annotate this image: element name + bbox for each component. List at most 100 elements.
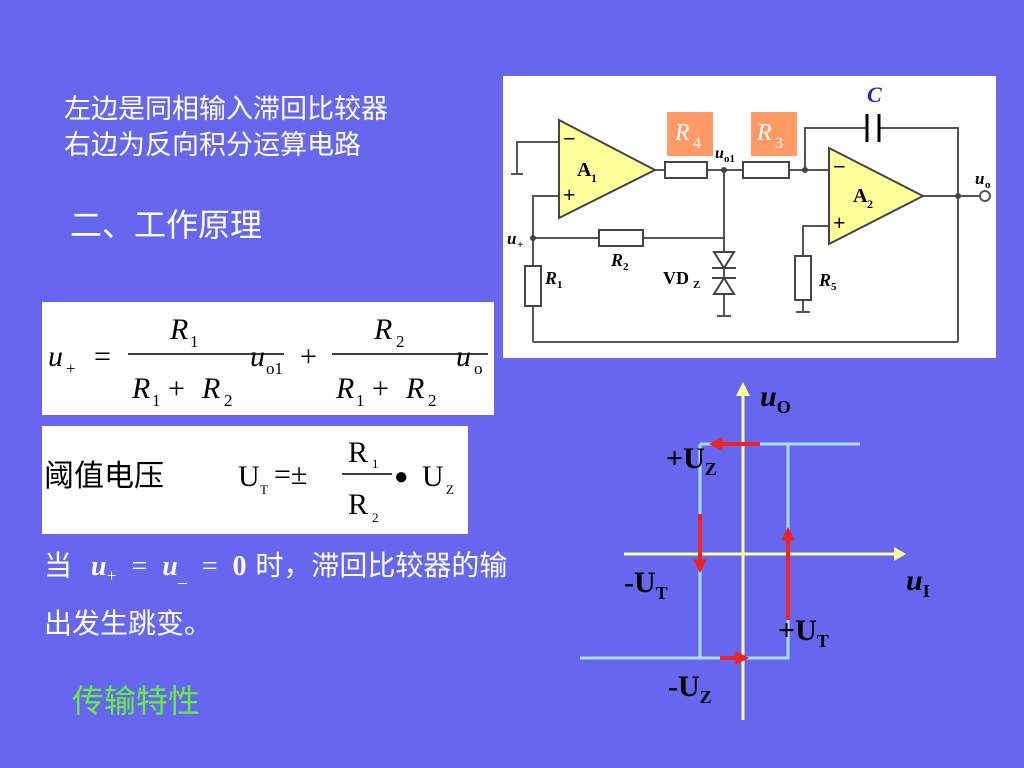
- label-r5: R: [818, 270, 831, 290]
- f2-lhs: U: [238, 460, 260, 493]
- label-r2: R: [610, 250, 623, 270]
- f1-lhs: u: [48, 340, 63, 373]
- wire-a1-plus: [532, 195, 559, 238]
- note-eq1: =: [131, 551, 148, 582]
- label-neg-uz: -UZ: [668, 670, 712, 708]
- f1-den1-sub2: 2: [224, 391, 233, 410]
- label-r3-sub: 3: [775, 135, 783, 152]
- label-r2-sub: 2: [623, 261, 629, 273]
- label-a2-minus: −: [833, 154, 846, 179]
- label-vdz: VD: [663, 268, 689, 288]
- label-uo1: u: [715, 145, 724, 162]
- label-pos-uz: +UZ: [666, 442, 717, 480]
- label-uo-axis: uO: [760, 380, 791, 418]
- f2-dot: ●: [394, 464, 409, 490]
- label-vdz-sub: Z: [693, 279, 700, 291]
- note-p1: 当: [44, 549, 73, 582]
- note-u2: u: [162, 551, 178, 582]
- f1-term2: u: [456, 340, 471, 373]
- label-r4-sub: 4: [693, 135, 701, 152]
- pos-ut-text: +U: [778, 614, 817, 647]
- f1-den2-sub1: 1: [356, 391, 365, 410]
- output-terminal: [979, 190, 991, 202]
- intro-line-2: 右边为反向积分运算电路: [64, 130, 361, 161]
- arrow-top-left-head: [708, 437, 723, 451]
- label-a1-sub: 1: [591, 171, 597, 185]
- f1-term1-sub: o1: [266, 359, 283, 378]
- section-heading: 二、工作原理: [70, 206, 263, 244]
- switching-note: 当 u+ = u_ = 0 时，滞回比较器的输出发生跳变。: [44, 542, 524, 648]
- wire-cap-left: [804, 127, 867, 170]
- resistor-r5: [794, 255, 812, 301]
- label-r4: R: [674, 120, 690, 146]
- junction-uplus: [530, 235, 536, 241]
- f1-plus: +: [300, 340, 317, 373]
- circuit-diagram: C R 4 R 3 u o1 − + A 1 − + A 2 u + R 2 R…: [503, 76, 996, 358]
- pos-ut-sub: T: [816, 631, 829, 651]
- resistor-r2: [598, 229, 644, 247]
- f2-rhs: U: [422, 460, 444, 493]
- wire-a1-minus-ground: [516, 141, 559, 174]
- label-pos-ut: +UT: [778, 614, 829, 652]
- y-axis-label: u: [760, 380, 777, 413]
- arrow-down-head: [693, 559, 707, 574]
- f1-den1-plus: +: [168, 372, 185, 405]
- f1-den2-plus: +: [372, 372, 389, 405]
- label-c: C: [867, 82, 882, 107]
- wire-a2-plus: [802, 225, 829, 256]
- note-eq2: =: [201, 551, 218, 582]
- f1-num1-sub: 1: [190, 332, 199, 351]
- label-uplus: u: [507, 229, 516, 248]
- label-a2: A: [853, 185, 868, 207]
- note-minus-sub: _: [177, 565, 187, 586]
- circuit-svg: C R 4 R 3 u o1 − + A 1 − + A 2 u + R 2 R…: [507, 82, 991, 343]
- intro-text: 左边是同相输入滞回比较器 右边为反向积分运算电路: [64, 92, 388, 164]
- intro-line-1: 左边是同相输入滞回比较器: [64, 94, 388, 125]
- neg-ut-text: -U: [624, 566, 656, 599]
- f1-den2-r2: R: [405, 372, 424, 405]
- f1-num2-sub: 2: [396, 332, 405, 351]
- y-axis-sub: O: [776, 397, 791, 417]
- r3-highlight: [751, 112, 797, 156]
- f2-num: R: [348, 436, 368, 469]
- junction-uo: [955, 193, 961, 199]
- hysteresis-svg: [580, 382, 906, 720]
- f2-lhs-sub: T: [260, 482, 268, 497]
- neg-uz-text: -U: [668, 670, 700, 703]
- x-axis-arrow: [894, 547, 906, 561]
- f1-den1-r2: R: [201, 372, 220, 405]
- f1-den1: R: [131, 372, 150, 405]
- formula-uplus: u + = R 1 R 1 + R 2 u o1 + R 2 R 1 + R 2…: [42, 302, 494, 415]
- note-u: u: [90, 551, 107, 582]
- r4-highlight: [667, 112, 713, 156]
- opamp-a1: [558, 118, 658, 220]
- f1-den2-sub2: 2: [428, 391, 437, 410]
- note-p2: 时，滞回比较器的输出发生跳变。: [44, 549, 508, 640]
- formula-threshold-svg: 阈值电压 U T =± R 1 R 2 ● U Z: [44, 436, 454, 525]
- neg-uz-sub: Z: [699, 687, 712, 707]
- f1-den2: R: [335, 372, 354, 405]
- note-zero: 0: [232, 551, 247, 582]
- resistor-r1: [524, 265, 542, 307]
- resistor-r4: [664, 161, 708, 179]
- resistor-r3: [742, 161, 790, 179]
- junction-a2-minus: [802, 167, 808, 173]
- label-uo1-sub: o1: [724, 153, 735, 165]
- f1-term1: u: [250, 340, 265, 373]
- opamp-a2: [828, 146, 926, 246]
- f1-num1: R: [169, 313, 188, 346]
- pos-uz-text: +U: [666, 442, 705, 475]
- pos-uz-sub: Z: [704, 459, 717, 479]
- formula-uplus-svg: u + = R 1 R 1 + R 2 u o1 + R 2 R 1 + R 2…: [48, 313, 488, 410]
- label-uo: u: [975, 169, 984, 188]
- x-axis-sub: I: [922, 581, 930, 601]
- label-a1-minus: −: [563, 126, 576, 151]
- label-uo-sub: o: [985, 179, 991, 191]
- label-a1-plus: +: [563, 182, 576, 207]
- transfer-title: 传输特性: [72, 682, 201, 720]
- f2-den-sub: 2: [372, 510, 379, 525]
- f1-eq: =: [94, 340, 111, 373]
- junction-uo1: [721, 167, 727, 173]
- f2-den: R: [348, 488, 368, 521]
- label-a2-sub: 2: [867, 197, 873, 211]
